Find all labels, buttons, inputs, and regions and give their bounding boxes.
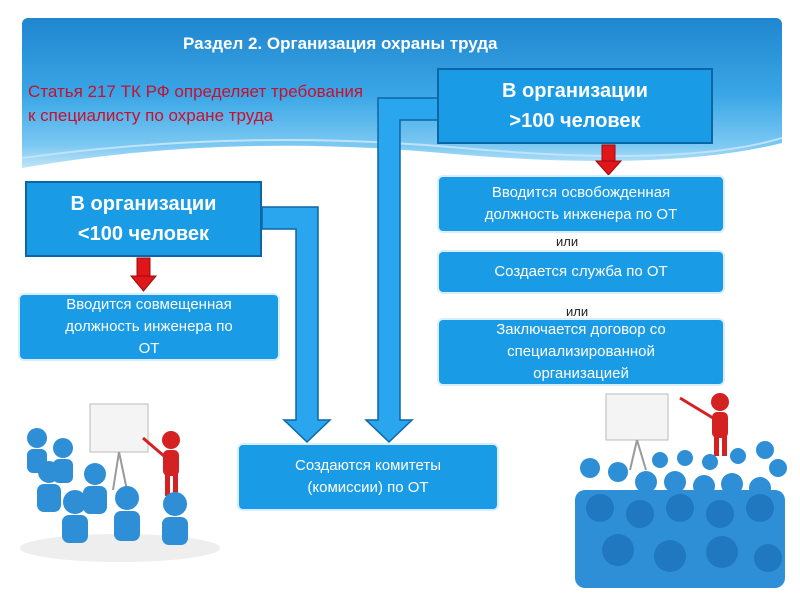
audience-figures-icon xyxy=(575,441,787,588)
option-text: организацией xyxy=(533,365,629,382)
committee-text: Создаются комитеты xyxy=(294,457,442,474)
subtitle-line: к специалисту по охране труда xyxy=(28,106,274,125)
result-text: должность инженера по xyxy=(65,318,233,335)
whiteboard-icon xyxy=(605,393,669,471)
page-title: Раздел 2. Организация охраны труда xyxy=(183,34,498,53)
subtitle-line: Статья 217 ТК РФ определяет требования xyxy=(28,82,364,101)
box-label: >100 человек xyxy=(509,110,641,132)
whiteboard-icon xyxy=(89,403,149,491)
or-label: или xyxy=(566,304,589,319)
result-text: Вводится совмещенная xyxy=(66,296,232,313)
left-to-committee-arrow xyxy=(261,206,332,444)
option-contract-box: Заключается договор со специализированно… xyxy=(437,318,725,386)
large-audience-illustration xyxy=(575,393,787,588)
org-under-100-box: В организации <100 человек xyxy=(25,181,262,257)
right-to-committee-arrow xyxy=(364,97,439,444)
audience-figures-icon xyxy=(27,428,188,545)
subtitle: Статья 217 ТК РФ определяет требования к… xyxy=(28,80,448,128)
option-engineer-box: Вводится освобожденная должность инженер… xyxy=(437,175,725,233)
combined-position-box: Вводится совмещенная должность инженера … xyxy=(18,293,280,361)
option-text: должность инженера по ОТ xyxy=(484,206,678,223)
result-text: ОТ xyxy=(138,340,160,357)
org-over-100-box: В организации >100 человек xyxy=(437,68,713,144)
option-text: Создается служба по ОТ xyxy=(494,263,668,280)
option-text: специализированной xyxy=(507,343,655,360)
red-arrow-right xyxy=(594,144,623,176)
box-label: В организации xyxy=(502,80,648,102)
option-text: Заключается договор со xyxy=(496,321,666,338)
presenter-figure-icon xyxy=(679,393,729,456)
box-label: <100 человек xyxy=(77,223,210,245)
box-label: В организации xyxy=(70,193,217,215)
committee-text: (комиссии) по ОТ xyxy=(307,479,429,496)
small-meeting-illustration xyxy=(20,403,220,562)
presenter-figure-icon xyxy=(142,431,180,496)
option-service-box: Создается служба по ОТ xyxy=(437,250,725,294)
option-text: Вводится освобожденная xyxy=(491,184,671,201)
red-arrow-left xyxy=(129,257,158,292)
committee-box: Создаются комитеты (комиссии) по ОТ xyxy=(237,443,499,511)
or-label: или xyxy=(556,234,579,249)
